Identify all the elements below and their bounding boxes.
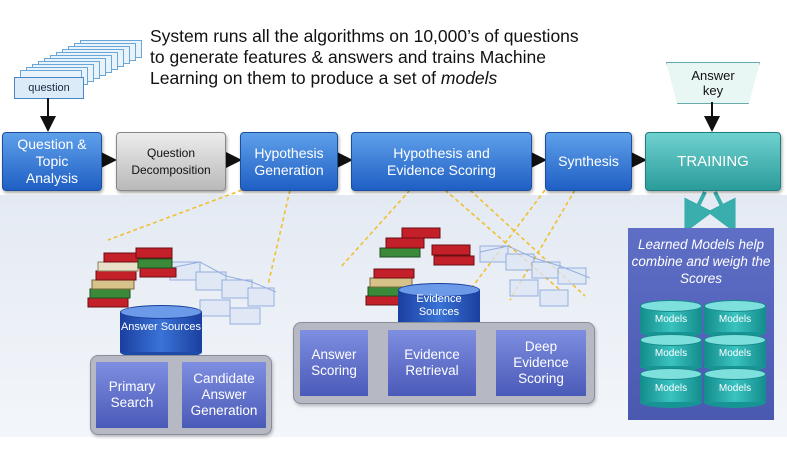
headline-line-2: to generate features & answers and train… (150, 47, 546, 67)
deep-evidence-scoring-cell: Deep Evidence Scoring (496, 330, 586, 396)
answer-key-box: Answer key (666, 62, 760, 104)
question-topic-analysis-box: Question & Topic Analysis (2, 132, 102, 191)
headline: System runs all the algorithms on 10,000… (150, 26, 670, 89)
models-label-1: Models (654, 314, 688, 325)
candidate-answer-generation-cell: Candidate Answer Generation (182, 362, 266, 428)
learned-models-title: Learned Models help combine and weigh th… (631, 237, 771, 286)
headline-line-3: Learning on them to produce a set of mod… (150, 68, 670, 89)
models-label-4: Models (718, 348, 752, 359)
headline-line-1: System runs all the algorithms on 10,000… (150, 26, 579, 46)
answer-key-label: Answer key (691, 68, 735, 98)
evidence-sources-label: Evidence Sources (416, 293, 462, 318)
models-database-icon-6: Models (704, 368, 766, 408)
models-database-icon-3: Models (640, 334, 702, 372)
evidence-retrieval-label: Evidence Retrieval (404, 347, 460, 378)
answer-scoring-cell: Answer Scoring (300, 330, 368, 396)
hypothesis-generation-box: Hypothesis Generation (240, 132, 338, 191)
headline-models-emphasis: models (440, 68, 498, 88)
training-box: TRAINING (645, 132, 781, 191)
models-database-icon-5: Models (640, 368, 702, 408)
hypothesis-evidence-scoring-label: Hypothesis and Evidence Scoring (387, 144, 496, 178)
deep-evidence-scoring-label: Deep Evidence Scoring (513, 339, 569, 386)
question-decomposition-label: Question Decomposition (131, 145, 211, 177)
models-label-6: Models (718, 383, 752, 394)
answer-sources-label: Answer Sources (120, 321, 202, 333)
synthesis-label: Synthesis (558, 153, 619, 169)
answer-scoring-label: Answer Scoring (311, 347, 357, 378)
headline-line-3-text: Learning on them to produce a set of (150, 68, 441, 88)
evidence-retrieval-cell: Evidence Retrieval (388, 330, 476, 396)
candidate-answer-generation-label: Candidate Answer Generation (190, 371, 258, 418)
models-database-icon-2: Models (704, 300, 766, 338)
models-label-2: Models (718, 314, 752, 325)
models-database-icon-4: Models (704, 334, 766, 372)
synthesis-box: Synthesis (545, 132, 632, 191)
question-decomposition-box: Question Decomposition (116, 132, 226, 191)
primary-search-label: Primary Search (108, 379, 156, 410)
hypothesis-evidence-scoring-box: Hypothesis and Evidence Scoring (351, 132, 532, 191)
answer-sources-database-icon: Answer Sources (120, 305, 202, 359)
models-label-5: Models (654, 383, 688, 394)
question-topic-analysis-label: Question & Topic Analysis (17, 136, 87, 186)
models-database-icon-1: Models (640, 300, 702, 338)
models-label-3: Models (654, 348, 688, 359)
books-icon-left (87, 247, 177, 308)
primary-search-cell: Primary Search (96, 362, 168, 428)
hypothesis-generation-label: Hypothesis Generation (254, 144, 324, 178)
training-label: TRAINING (677, 153, 749, 170)
